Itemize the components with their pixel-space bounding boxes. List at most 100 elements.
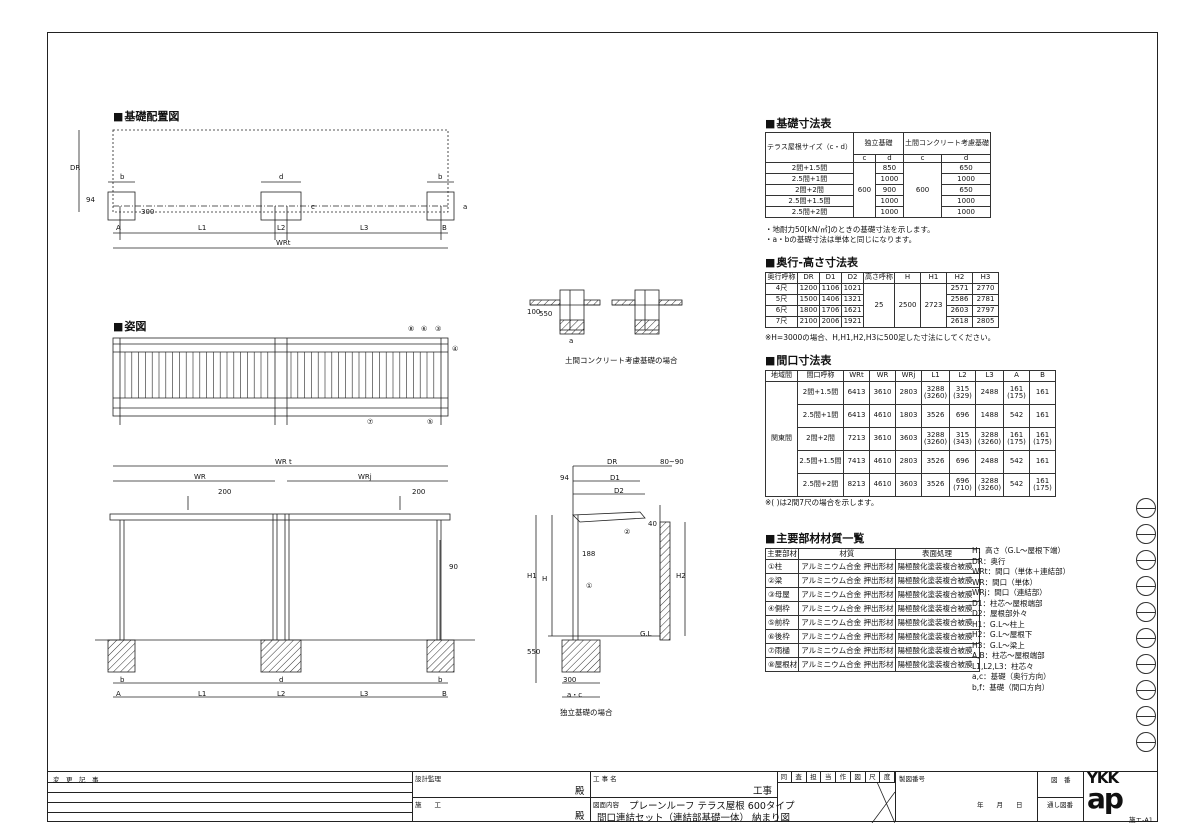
dim-a-side: a bbox=[463, 203, 468, 211]
cell: 2間+1.5間 bbox=[797, 381, 844, 405]
cell: 3610 bbox=[869, 427, 896, 451]
cell: 161 bbox=[1029, 404, 1056, 428]
dim-94: 94 bbox=[86, 196, 95, 204]
elevation-title: 姿図 bbox=[113, 318, 146, 334]
cell: 3288 (3260) bbox=[921, 427, 950, 451]
design-label: 設計監理 bbox=[415, 775, 441, 783]
cell: 2006 bbox=[819, 316, 842, 328]
cell: 161 (175) bbox=[1029, 473, 1056, 497]
cell: 1500 bbox=[797, 294, 820, 306]
elevation-frame bbox=[112, 337, 449, 417]
cell: 陽極酸化塗装複合被膜 bbox=[894, 573, 980, 588]
legend-item: D2：屋根部外々 bbox=[972, 609, 1028, 618]
cell: 陽極酸化塗装複合被膜 bbox=[894, 587, 980, 602]
stamp-label: 作 bbox=[836, 772, 851, 782]
cell: 3526 bbox=[921, 450, 950, 474]
cell: 地域間 bbox=[765, 370, 798, 382]
cell: H3 bbox=[972, 272, 999, 284]
legend-item: WRj：間口（連結部） bbox=[972, 588, 1047, 597]
serial-label: 通し図番 bbox=[1047, 801, 1073, 809]
drawing-title-1: プレーンルーフ テラス屋根 600タイプ bbox=[629, 801, 795, 812]
cell: d bbox=[874, 153, 904, 164]
materials-table-title: 主要部材材質一覧 bbox=[765, 530, 864, 546]
dim-b-front: B bbox=[442, 690, 447, 698]
cell: H bbox=[894, 272, 921, 284]
side-circle bbox=[1136, 602, 1156, 622]
stamp-label: 度 bbox=[880, 772, 895, 782]
cell: ②梁 bbox=[764, 573, 800, 588]
dim-wr-t: WR t bbox=[275, 458, 292, 466]
cell: 6尺 bbox=[765, 305, 798, 317]
foundation-table: テラス屋根サイズ（c・d） 独立基礎 土間コンクリート考慮基礎 c d c d … bbox=[765, 131, 991, 219]
cell: d bbox=[941, 153, 991, 164]
cell: 2500 bbox=[894, 283, 921, 328]
cell: 2805 bbox=[972, 316, 999, 328]
side-circle bbox=[1136, 524, 1156, 544]
callout-8: ⑧ bbox=[408, 325, 415, 333]
materials-table: 主要部材 材質 表面処理 ①柱アルミニウム合金 押出形材陽極酸化塗装複合被膜 ②… bbox=[764, 548, 980, 672]
legend-item: L1,L2,L3：柱芯々 bbox=[972, 661, 1034, 671]
dim-d: d bbox=[279, 173, 284, 181]
width-table-title: 間口寸法表 bbox=[765, 352, 831, 368]
cell: 2571 bbox=[946, 283, 973, 295]
callout-6: ⑥ bbox=[421, 325, 428, 333]
legend-item: WRt：間口（単体＋連結部） bbox=[972, 567, 1071, 576]
footing-mid bbox=[260, 191, 302, 221]
cell: 1321 bbox=[841, 294, 864, 306]
drawing-label: 図面内容 bbox=[593, 801, 619, 809]
dim-l3-front: L3 bbox=[360, 690, 369, 698]
legend-item: a,c：基礎（奥行方向） bbox=[972, 672, 1051, 681]
side-circle bbox=[1136, 706, 1156, 726]
depth-note: ※H=3000の場合、H,H1,H2,H3に500足した寸法にしてください。 bbox=[765, 333, 996, 342]
dim-200-a: 200 bbox=[218, 488, 232, 496]
cell: 陽極酸化塗装複合被膜 bbox=[894, 657, 980, 672]
dim-ac: a・c bbox=[567, 691, 583, 699]
cell: 陽極酸化塗装複合被膜 bbox=[894, 629, 980, 644]
cell: 7213 bbox=[843, 427, 870, 451]
cell: 奥行呼称 bbox=[765, 272, 798, 284]
cell: アルミニウム合金 押出形材 bbox=[798, 657, 896, 672]
legend-item: H1：G.L～柱上 bbox=[972, 619, 1025, 629]
callout-5: ⑤ bbox=[427, 418, 434, 426]
cell: 2間+2間 bbox=[797, 427, 844, 451]
cell: 表面処理 bbox=[894, 548, 980, 560]
dim-a-front: A bbox=[116, 690, 121, 698]
dim-b: B bbox=[442, 224, 447, 232]
cell: DR bbox=[797, 272, 820, 284]
width-note: ※( )は2間7尺の場合を示します。 bbox=[765, 498, 879, 507]
dim-200-b: 200 bbox=[412, 488, 426, 496]
legend-item: b,f：基礎（間口方向） bbox=[972, 682, 1050, 692]
cell: テラス屋根サイズ（c・d） bbox=[765, 131, 854, 164]
dim-300-side: 300 bbox=[563, 676, 577, 684]
cell: 陽極酸化塗装複合被膜 bbox=[894, 615, 980, 630]
side-circle bbox=[1136, 628, 1156, 648]
honor-2: 殿 bbox=[575, 811, 585, 822]
side-circle bbox=[1136, 654, 1156, 674]
cell: c bbox=[902, 153, 943, 164]
cell: 161 (175) bbox=[1029, 427, 1056, 451]
side-circle bbox=[1136, 576, 1156, 596]
legend-item: D1：柱芯～屋根端部 bbox=[972, 598, 1043, 608]
logo-bottom: ap bbox=[1087, 782, 1124, 815]
project-label: 工 事 名 bbox=[593, 775, 617, 783]
dim-a-section: a bbox=[569, 337, 574, 345]
side-circle bbox=[1136, 498, 1156, 518]
cell: 陽極酸化塗装複合被膜 bbox=[894, 601, 980, 616]
cell: 3603 bbox=[895, 473, 922, 497]
cell: 3288 (3260) bbox=[975, 473, 1004, 497]
cell: L3 bbox=[975, 370, 1004, 382]
cell: 2803 bbox=[895, 381, 922, 405]
cell: アルミニウム合金 押出形材 bbox=[798, 643, 896, 658]
code-label: 施エ-A1 bbox=[1129, 816, 1153, 824]
cell: 4610 bbox=[869, 473, 896, 497]
foundation-table-title: 基礎寸法表 bbox=[765, 115, 831, 131]
dim-b-front-1: b bbox=[120, 676, 125, 684]
cell: アルミニウム合金 押出形材 bbox=[798, 601, 896, 616]
cell: L2 bbox=[949, 370, 976, 382]
cell: 1488 bbox=[975, 404, 1004, 428]
dim-l2: L2 bbox=[277, 224, 286, 232]
dim-b-2: b bbox=[438, 173, 443, 181]
cell: 315 (343) bbox=[949, 427, 976, 451]
